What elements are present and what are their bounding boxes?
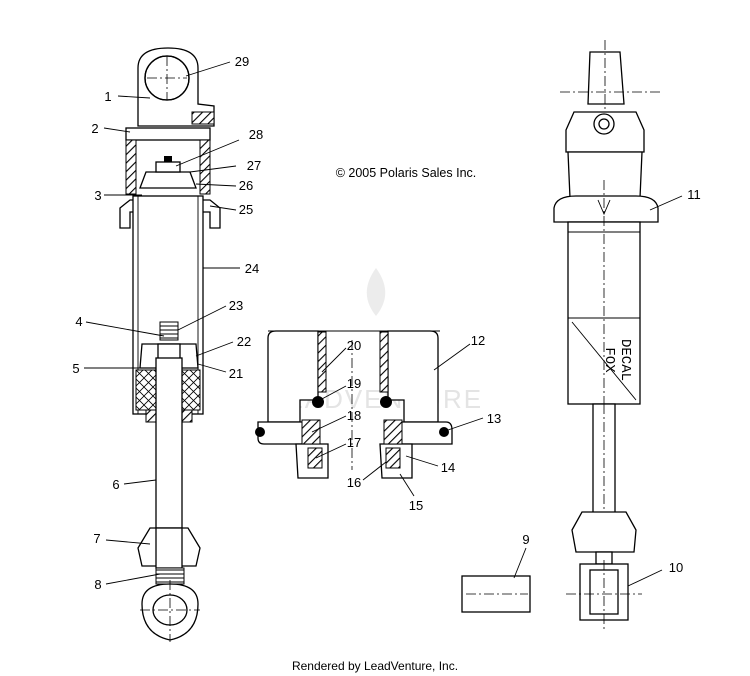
callout-8: 8: [94, 577, 101, 592]
callout-24: 24: [245, 261, 259, 276]
footer-text: Rendered by LeadVenture, Inc.: [292, 659, 458, 673]
callout-11: 11: [687, 187, 701, 202]
callout-26: 26: [239, 178, 253, 193]
callout-21: 21: [229, 366, 243, 381]
callout-22: 22: [237, 334, 251, 349]
center-leaders: [311, 343, 484, 497]
callout-16: 16: [347, 475, 361, 490]
callout-13: 13: [487, 411, 501, 426]
callout-14: 14: [441, 460, 455, 475]
callout-2: 2: [91, 121, 98, 136]
left-shock-assembly: [119, 47, 221, 642]
callout-20: 20: [347, 338, 361, 353]
callout-1: 1: [104, 89, 111, 104]
callout-18: 18: [347, 408, 361, 423]
callout-3: 3: [94, 188, 101, 203]
callout-23: 23: [229, 298, 243, 313]
callout-17: 17: [347, 435, 361, 450]
fox-decal-text-1: DECAL: [617, 339, 633, 381]
callout-25: 25: [239, 202, 253, 217]
right-leaders: [627, 195, 683, 587]
callout-28: 28: [249, 127, 263, 142]
callout-10: 10: [669, 560, 683, 575]
spacer-part: [461, 547, 531, 613]
callout-29: 29: [235, 54, 249, 69]
callout-5: 5: [72, 361, 79, 376]
callout-4: 4: [75, 314, 82, 329]
callout-15: 15: [409, 498, 423, 513]
callout-27: 27: [247, 158, 261, 173]
callout-12: 12: [471, 333, 485, 348]
copyright-text: © 2005 Polaris Sales Inc.: [336, 166, 477, 180]
callout-7: 7: [93, 531, 100, 546]
fox-decal-text-2: FOX: [601, 347, 617, 373]
callout-9: 9: [522, 532, 529, 547]
callout-6: 6: [112, 477, 119, 492]
right-shock-assembly: DECAL FOX: [553, 40, 660, 630]
left-leaders: [84, 61, 240, 585]
callout-labels: 29 1 2 28 27 26 3 25 24 23 4 22 5 21 6 7…: [72, 54, 700, 592]
center-seal-head-detail: [255, 330, 453, 479]
callout-19: 19: [347, 376, 361, 391]
